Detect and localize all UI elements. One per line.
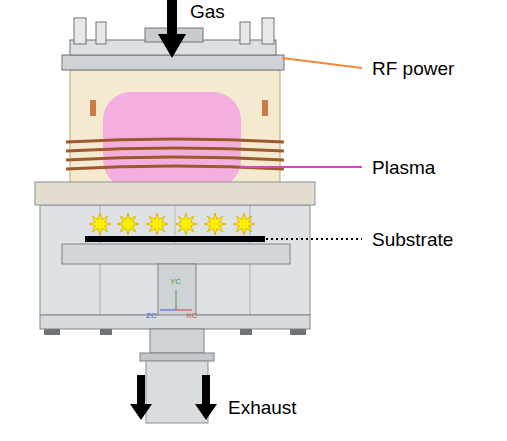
exhaust-arrow-shaft <box>202 375 210 408</box>
exhaust-arrow-head <box>195 404 217 420</box>
chamber-foot <box>240 329 252 335</box>
rf-coil <box>66 157 284 160</box>
substrate-wafer <box>85 236 265 242</box>
leader-line <box>240 166 362 168</box>
part-label: RF power <box>372 59 454 78</box>
exhaust-arrow-head <box>130 404 152 420</box>
chamber-foot <box>44 329 60 335</box>
lid-clamp <box>262 18 274 44</box>
axis-line <box>160 310 176 311</box>
chamber-foot <box>100 329 112 335</box>
middle-flange <box>35 182 315 205</box>
exhaust-pipe <box>146 361 208 423</box>
lid-clamp <box>74 18 86 44</box>
coil-terminal <box>90 100 96 116</box>
flow-label: Exhaust <box>228 398 297 417</box>
gas-arrow-head <box>158 34 186 58</box>
ion-burst <box>175 213 197 235</box>
ion-burst <box>117 213 139 235</box>
gas-arrow-shaft <box>167 0 177 38</box>
exhaust-arrow-shaft <box>137 375 145 408</box>
coil-terminal <box>262 100 268 116</box>
leader-line <box>282 58 362 68</box>
axis-label: XC <box>186 312 197 320</box>
ion-burst <box>146 213 168 235</box>
bottom-flange <box>40 315 310 329</box>
axis-line <box>176 290 177 310</box>
part-label: Substrate <box>372 230 453 249</box>
flow-label: Gas <box>190 2 225 21</box>
lid-clamp <box>96 22 106 44</box>
exhaust-flange <box>150 329 204 353</box>
rf-coil <box>66 139 284 142</box>
axis-label: YC <box>170 278 181 286</box>
ion-burst <box>233 213 255 235</box>
top-lid <box>62 55 284 70</box>
axis-label: ZC <box>146 312 157 320</box>
rf-coil <box>66 148 284 151</box>
leader-line <box>266 238 362 240</box>
exhaust-flange <box>140 353 214 361</box>
axis-line <box>176 310 192 311</box>
ion-burst <box>89 213 111 235</box>
lid-clamp <box>240 22 250 44</box>
chamber-foot <box>290 329 306 335</box>
part-label: Plasma <box>372 158 435 177</box>
substrate-platform <box>62 244 290 264</box>
ion-burst <box>204 213 226 235</box>
